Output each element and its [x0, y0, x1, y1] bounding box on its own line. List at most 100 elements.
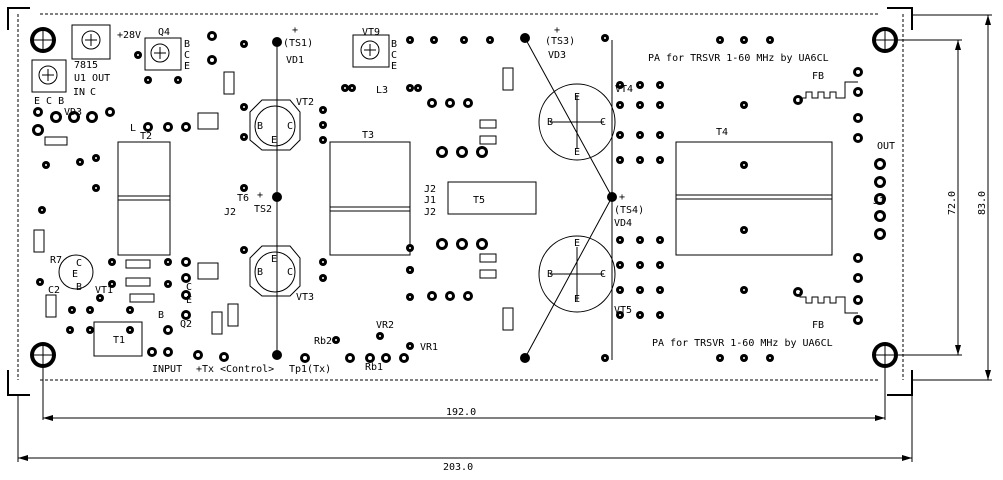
- solder-pad-hole: [856, 70, 860, 74]
- mounting-hole: [872, 27, 898, 53]
- transformer-t5: [447, 181, 537, 215]
- resistors: [33, 67, 514, 335]
- label-plus: +: [292, 25, 298, 36]
- solder-pad-hole: [348, 356, 352, 360]
- solder-pad-hole: [384, 356, 388, 360]
- solder-pad-hole: [409, 87, 411, 89]
- label-ts1: (TS1): [283, 38, 313, 49]
- solder-pad-hole: [659, 84, 661, 86]
- solder-pad-hole: [659, 104, 661, 106]
- solder-pad-hole: [659, 289, 661, 291]
- solder-pad-hole: [166, 125, 170, 129]
- solder-pad-hole: [210, 34, 214, 38]
- dim-inner-width: 192.0: [446, 407, 476, 418]
- solder-pad-hole: [448, 294, 452, 298]
- label-cc: C: [76, 258, 82, 269]
- ferrite-bead-coils: [799, 81, 858, 314]
- label-c: C: [90, 87, 96, 98]
- solder-pad-hole: [210, 58, 214, 62]
- label-e: E: [186, 295, 192, 306]
- solder-pad-hole: [743, 289, 745, 291]
- label-cc: C: [391, 50, 397, 61]
- label-t3: T3: [362, 130, 374, 141]
- solder-pad-hole: [856, 136, 860, 140]
- solder-pad-hole: [659, 239, 661, 241]
- solder-pad-hole: [430, 294, 434, 298]
- solder-pad-hole: [604, 357, 606, 359]
- solder-pad-hole: [322, 261, 324, 263]
- label-q2: Q2: [180, 319, 192, 330]
- label-vd4: VD4: [614, 218, 632, 229]
- solder-pad-hole: [69, 329, 71, 331]
- solder-pad-hole: [856, 116, 860, 120]
- label-tp1: Tp1(Tx): [289, 364, 331, 375]
- solder-pad-hole: [856, 318, 860, 322]
- label-vd3: VD3: [548, 50, 566, 61]
- solder-pad-hole: [150, 350, 154, 354]
- label-plus: +: [257, 190, 263, 201]
- label-vr2: VR2: [376, 320, 394, 331]
- label-b: B: [257, 121, 263, 132]
- label-ts4: (TS4): [614, 205, 644, 216]
- solder-pad-hole: [41, 209, 43, 211]
- label-t4: T4: [716, 127, 728, 138]
- solder-pad-hole: [167, 261, 169, 263]
- solder-pad-hole: [619, 264, 621, 266]
- solder-pad-hole: [417, 87, 419, 89]
- dim-outer-width: 203.0: [443, 462, 473, 473]
- solder-pad-hole: [409, 296, 411, 298]
- solder-pad-hole: [466, 294, 470, 298]
- solder-pad-hole: [129, 309, 131, 311]
- solder-pad-hole: [439, 241, 445, 247]
- label-vd1: VD1: [286, 55, 304, 66]
- mounting-hole: [30, 342, 56, 368]
- dimension-lines: [17, 14, 992, 462]
- solder-pad-hole: [430, 101, 434, 105]
- solder-pad-hole: [856, 298, 860, 302]
- label-c2: C2: [48, 285, 60, 296]
- solder-pad-hole: [743, 104, 745, 106]
- solder-pad-hole: [619, 289, 621, 291]
- label-ts3: (TS3): [545, 36, 575, 47]
- solder-pad-hole: [479, 149, 485, 155]
- label-ecb: E C B: [34, 96, 64, 107]
- solder-pad-hole: [719, 357, 721, 359]
- solder-pad-hole: [769, 357, 771, 359]
- solder-pad-hole: [184, 276, 188, 280]
- label-plus-28v: +28V: [117, 30, 141, 41]
- label-e: E: [271, 135, 277, 146]
- solder-pad-hole: [409, 345, 411, 347]
- solder-pad-hole: [459, 149, 465, 155]
- solder-pad-hole: [243, 136, 245, 138]
- dim-inner-height: 72.0: [947, 191, 958, 215]
- solder-pad-hole: [89, 309, 91, 311]
- solder-pad-hole: [36, 110, 40, 114]
- solder-pad-hole: [53, 114, 59, 120]
- solder-pad-hole: [243, 106, 245, 108]
- solder-pad-hole: [222, 355, 226, 359]
- solder-pad-hole: [856, 276, 860, 280]
- transistor-q4: [144, 37, 182, 71]
- solder-pad-hole: [45, 164, 47, 166]
- solder-pad-hole: [877, 213, 883, 219]
- solder-pad-hole: [243, 249, 245, 251]
- label-u1-out: U1 OUT: [74, 73, 110, 84]
- label-cc: C: [287, 121, 293, 132]
- solder-pad-hole: [619, 159, 621, 161]
- label-cc: C: [184, 50, 190, 61]
- label-e: E: [574, 238, 580, 249]
- label-t2: T2: [140, 131, 152, 142]
- solder-pad-hole: [796, 98, 800, 102]
- solder-pad-hole: [184, 313, 188, 317]
- label-cc: C: [186, 282, 192, 293]
- label-j1: J1: [424, 195, 436, 206]
- solder-pad-hole: [877, 179, 883, 185]
- solder-pad-hole: [639, 84, 641, 86]
- solder-pad-hole: [137, 54, 139, 56]
- solder-pad-hole: [166, 350, 170, 354]
- label-q4: Q4: [158, 27, 170, 38]
- solder-pad-hole: [743, 164, 745, 166]
- solder-pad-hole: [129, 329, 131, 331]
- label-tx: +Tx: [196, 364, 214, 375]
